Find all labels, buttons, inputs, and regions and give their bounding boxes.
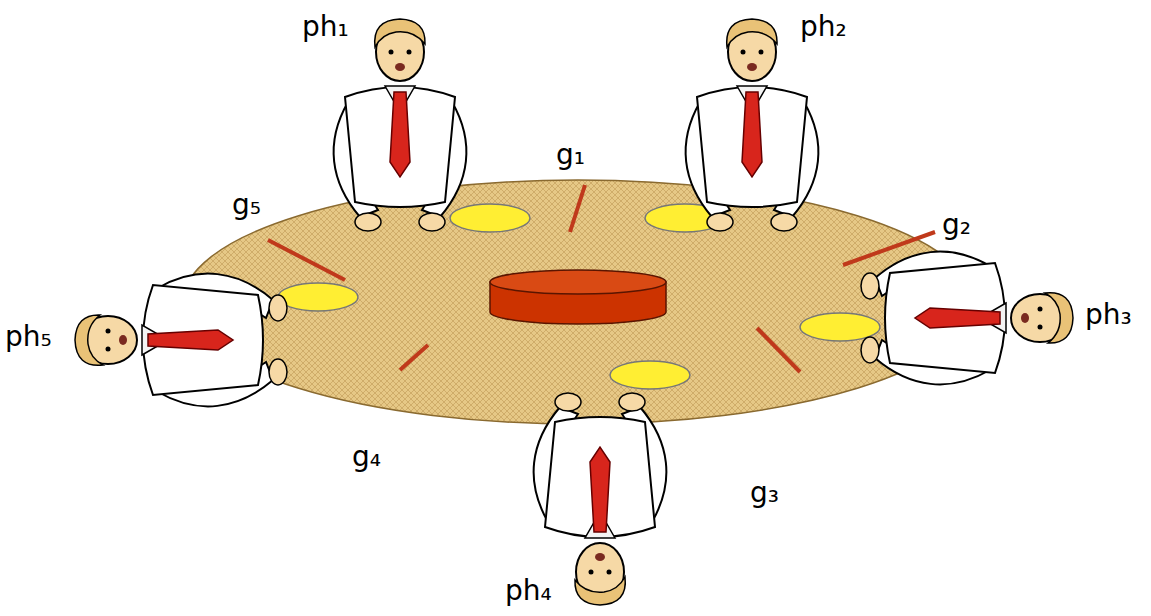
chopstick-label: g₃: [750, 478, 779, 509]
chopstick-label: g₂: [942, 210, 971, 241]
philosopher-label: ph₁: [302, 12, 349, 43]
philosopher-label: ph₄: [505, 576, 552, 607]
chopstick-label: g₁: [556, 140, 585, 171]
chopstick-label: g₄: [352, 442, 381, 473]
philosopher-label: ph₂: [800, 12, 847, 43]
philosopher-label: ph₃: [1085, 300, 1132, 331]
philosopher-label: ph₅: [5, 322, 52, 353]
chopstick-label: g₅: [232, 190, 261, 221]
